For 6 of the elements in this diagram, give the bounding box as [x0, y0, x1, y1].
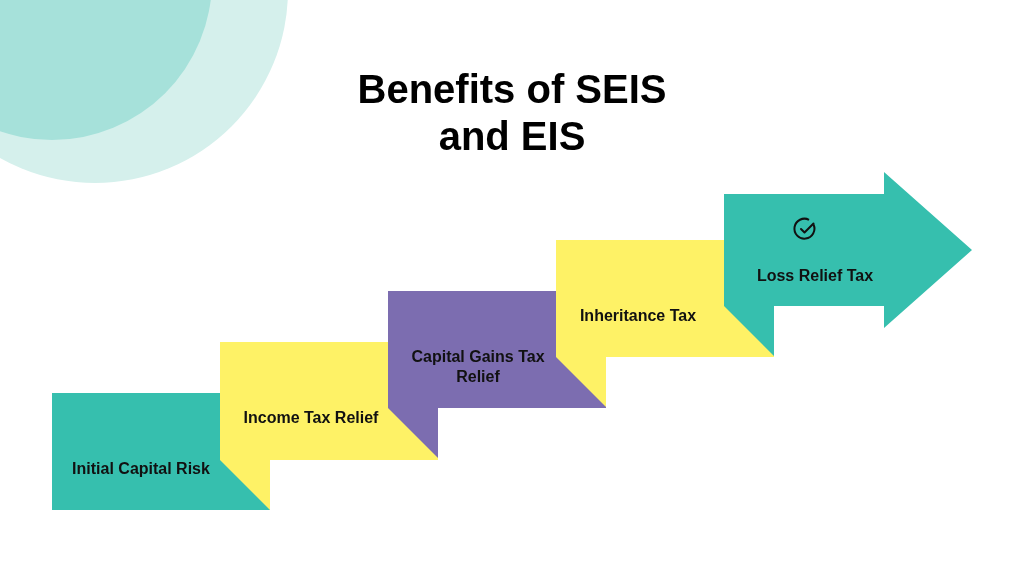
- step-label: Inheritance Tax: [578, 306, 698, 326]
- step-label: Capital Gains Tax Relief: [410, 347, 546, 387]
- step-label: Initial Capital Risk: [71, 459, 211, 479]
- step-label: Income Tax Relief: [242, 408, 380, 428]
- step-label: Loss Relief Tax: [755, 266, 875, 286]
- title: Benefits of SEIS and EIS: [356, 66, 668, 160]
